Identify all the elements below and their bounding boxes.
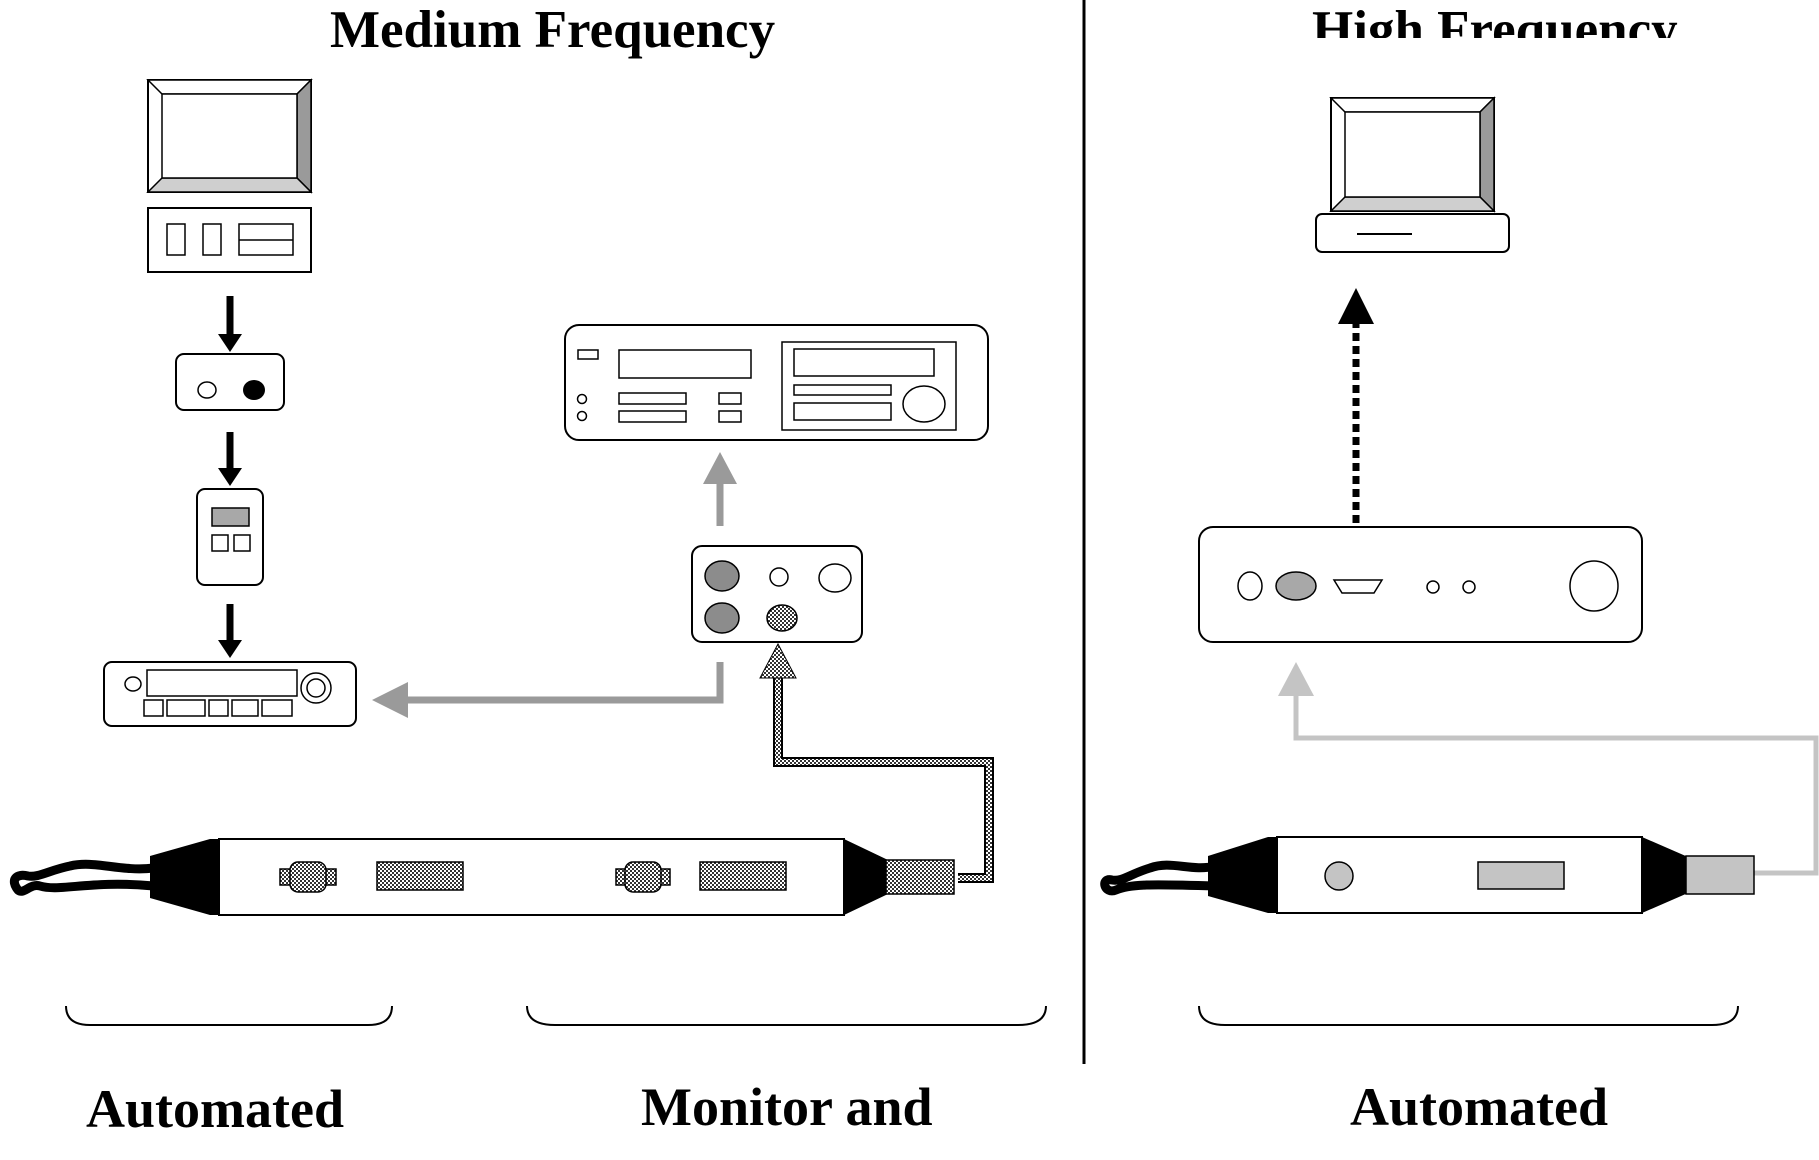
arrow-left-gray [372,662,724,718]
receiver-console-icon [564,324,989,441]
laptop-icon [1315,96,1510,253]
label-automated-right: Automated [1350,1077,1608,1137]
interface-box-icon [175,353,285,411]
probe-right-icon [1100,836,1755,914]
arrow-down-1 [218,296,242,352]
arrow-up-gray [703,452,737,526]
hf-receiver-icon [1198,526,1643,643]
arrow-down-3 [218,604,242,658]
handheld-device-icon [196,488,264,586]
recorder-unit-icon [103,661,357,727]
arrow-up-dotted [1338,288,1374,536]
title-high-frequency: High Frequency [1312,4,1678,38]
cable-light-gray [1278,662,1819,876]
probe-left-icon [9,838,955,916]
bracket-automated-right [1198,1005,1739,1026]
arrow-down-2 [218,432,242,486]
label-automated-left: Automated [86,1079,344,1139]
cable-checkered [759,642,994,883]
bracket-monitor [526,1005,1047,1026]
splitter-box-icon [691,545,863,643]
bracket-automated-left [65,1005,393,1026]
title-medium-frequency: Medium Frequency [330,1,776,59]
desktop-computer-icon [146,78,313,273]
label-monitor: Monitor and [641,1077,933,1137]
